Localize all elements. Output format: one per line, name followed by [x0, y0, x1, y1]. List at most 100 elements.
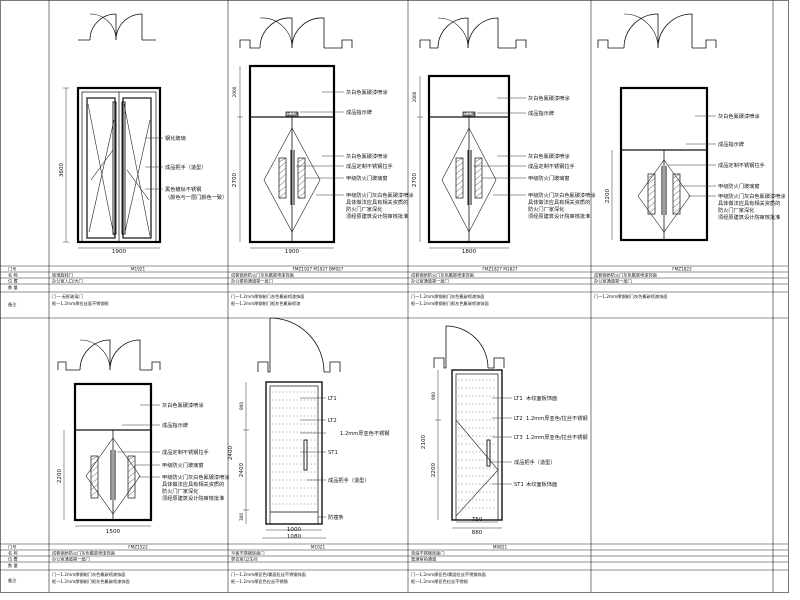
door-swing-plan — [597, 13, 717, 49]
annotation: 甲级防火门玻璃窗 — [718, 182, 760, 190]
handle-icon — [303, 439, 308, 471]
annotation: 防火门厂家深化 — [528, 205, 564, 213]
label-quantity: 数 量 — [8, 562, 18, 569]
door-remark: 框一1.2mm厚亚色拉丝不锈钢 — [231, 578, 288, 585]
door-name: 成套钢质防火门灰色氟碳喷漆饰面 — [411, 272, 474, 279]
width-dim: 1900 — [285, 249, 300, 255]
annotation: 甲级防火门玻璃窗 — [346, 174, 388, 182]
door-remark: 框一1.2mm厚亚色拉丝不锈钢 — [411, 578, 468, 585]
label-position: 位 置 — [8, 556, 18, 563]
annotation: 成品定制不锈钢拉手 — [346, 162, 393, 170]
label-door-no: 门号 — [8, 266, 16, 273]
side-dim: 2200 — [431, 462, 437, 477]
door-remark: 框一1.2mm厚钢制门框灰色氟碳喷漆饰面 — [52, 578, 130, 585]
width-dim: 1800 — [462, 249, 477, 255]
height-dim: 2200 — [605, 188, 611, 203]
door-swing-plan — [78, 13, 156, 41]
annotation: 具体做法应具有相关资质的 — [528, 198, 590, 206]
annotation: 灰白色氟碳漆喷涂 — [162, 401, 204, 409]
handle-icon — [112, 101, 117, 235]
annotation: 成品定制不锈钢拉手 — [528, 162, 575, 170]
sheet-frame — [0, 0, 789, 593]
annotation: 须经原建筑设计院审核批准 — [528, 212, 590, 220]
door-code: FMZ1827 M1827 — [482, 267, 517, 272]
annotation: 成品定制不锈钢拉手 — [718, 161, 765, 169]
panel-tag: LT2 — [328, 418, 337, 424]
door-elevation-fmz1822: 2200 灰白色氟碳漆喷涂 成品指示牌 成品定制不锈钢拉手 甲级防火门玻璃窗 甲… — [597, 13, 786, 242]
annotation: 成品把手（造型） — [328, 476, 370, 484]
door-name: 成套钢质防火门灰色氟碳喷漆饰面 — [231, 272, 294, 279]
height-dim: 3600 — [59, 162, 65, 177]
door-position: 更衣室/卫生间 — [231, 556, 258, 563]
sign-label: 成品牌 — [286, 111, 299, 118]
annotation: 木纹面板饰面 — [526, 394, 557, 402]
door-position: 办公室通道第一层门 — [594, 278, 632, 285]
annotation: 甲级防火门玻璃窗 — [528, 174, 570, 182]
door-code: FMZ1522 — [128, 545, 148, 550]
door-elevation-m1021: 900 2400 300 2400 1000 1080 LT1 LT2 1.2m… — [228, 317, 389, 540]
door-name: 成套钢质防火门灰色氟碳喷漆饰面 — [594, 272, 657, 279]
top-dim: 2000 — [232, 86, 237, 97]
sign-label: 成品牌 — [463, 111, 476, 118]
door-code: M1021 — [311, 545, 326, 550]
height-dim: 2700 — [232, 172, 238, 187]
height-dim: 2400 — [228, 445, 234, 460]
annotation: 防撞条 — [328, 513, 344, 521]
door-name: 成套钢质防火门灰色氟碳喷漆饰面 — [52, 550, 115, 557]
handle-icon — [486, 439, 491, 467]
wood-grain-pattern — [272, 391, 316, 513]
door-code: FMZ1822 — [672, 267, 692, 272]
label-door-no: 门号 — [8, 544, 16, 551]
annotation: 具体做法应具有相关资质的 — [718, 199, 780, 207]
width-dim2: 1080 — [287, 534, 302, 540]
door-remark: 门一1.2mm厚亚色/雾面拉丝不锈钢饰面 — [411, 571, 486, 578]
side-dim: 900 — [431, 392, 436, 400]
door-elevation-m1921: 3600 1900 钢化玻璃 成品把手（造型） 黑色镀钛不锈钢 （颜色与一层门颜… — [59, 13, 227, 255]
door-elevation-fmz1927: 成品牌 2000 2700 1900 灰白色氟碳漆喷涂 成品指示牌 灰白色氟碳漆… — [232, 17, 414, 255]
label-name: 名 称 — [8, 550, 18, 557]
width-dim: 750 — [472, 517, 483, 523]
door-remark: 门一·无框玻璃门 — [52, 293, 83, 300]
door-swing-plan — [433, 325, 505, 369]
side-dim: 300 — [239, 513, 244, 521]
annotation: 须经原建筑设计院审核批准 — [718, 213, 780, 221]
top-dim: 2000 — [412, 91, 417, 102]
annotation: 钢化玻璃 — [165, 134, 186, 142]
door-elevation-fmz1827: 成品牌 2000 2700 1800 灰白色氟碳漆喷涂 成品指示牌 灰白色氟碳漆… — [412, 17, 596, 255]
panel-tag: LT1 — [514, 396, 523, 402]
annotation: 防火门厂家深化 — [162, 487, 198, 495]
door-remark: 门一1.2mm厚钢制门灰色氟碳喷漆饰面 — [231, 293, 304, 300]
panel-tag: LT1 — [328, 396, 337, 402]
schedule-table-row2: 门号 名 称 位 置 数 量 备注 FMZ1522 成套钢质防火门灰色氟碳喷漆饰… — [0, 544, 788, 585]
annotation: 须经原建筑设计院审核批准 — [346, 212, 408, 220]
annotation: 甲级防火门灰白色氟碳漆喷涂 — [528, 191, 596, 199]
door-remark: 门一1.2mm厚钢制门灰色氟碳喷漆饰面 — [411, 293, 484, 300]
door-position: 办公室通道第一层门 — [52, 556, 90, 563]
annotation: 灰白色氟碳漆喷涂 — [718, 112, 760, 120]
door-remark: 门一1.2mm厚亚色/雾面拉丝不锈钢饰面 — [231, 571, 306, 578]
annotation: （颜色与一层门颜色一致） — [165, 193, 227, 201]
annotation: 成品把手（造型） — [514, 458, 556, 466]
annotation: 具体做法应具有相关资质的 — [162, 480, 224, 488]
annotation: 成品把手（造型） — [165, 163, 207, 171]
door-name: 平板不锈钢饰面门 — [231, 550, 265, 557]
door-remark: 门一1.2mm厚钢制门灰色氟碳喷漆饰面 — [52, 571, 125, 578]
height-dim: 2700 — [412, 172, 418, 187]
annotation: 成品指示牌 — [718, 140, 744, 148]
label-quantity: 数 量 — [8, 284, 18, 291]
side-dim: 2400 — [239, 462, 245, 477]
panel-tag: LT3 — [514, 435, 523, 441]
annotation: 灰白色氟碳漆喷涂 — [346, 152, 388, 160]
door-elevation-fmz1522: 2200 1500 灰白色氟碳漆喷涂 成品指示牌 成品定制不锈钢拉手 甲级防火门… — [57, 339, 230, 535]
annotation: 防火门厂家深化 — [718, 206, 754, 214]
door-remark: 框一1.2mm厚钢制门框灰色氟碳喷漆饰面 — [411, 300, 489, 307]
annotation: 甲级防火门灰白色氟碳漆喷涂 — [162, 473, 230, 481]
annotation: 1.2mm厚亚色/拉丝不锈钢 — [526, 433, 588, 441]
label-name: 名 称 — [8, 272, 18, 279]
door-code: M1921 — [131, 267, 146, 272]
door-swing-plan — [239, 17, 353, 49]
annotation: 甲级防火门灰白色氟碳漆喷涂 — [718, 192, 786, 200]
schedule-table-row1: 门号 名 称 位 置 数 量 备注 M1921 玻璃旋转门 办公室入口/大门 门… — [0, 266, 788, 319]
door-remark: 框一1.2mm厚钢制门框灰色氟碳喷漆 — [231, 300, 300, 307]
annotation: 1.2mm厚亚色/拉丝不锈钢 — [526, 414, 588, 422]
